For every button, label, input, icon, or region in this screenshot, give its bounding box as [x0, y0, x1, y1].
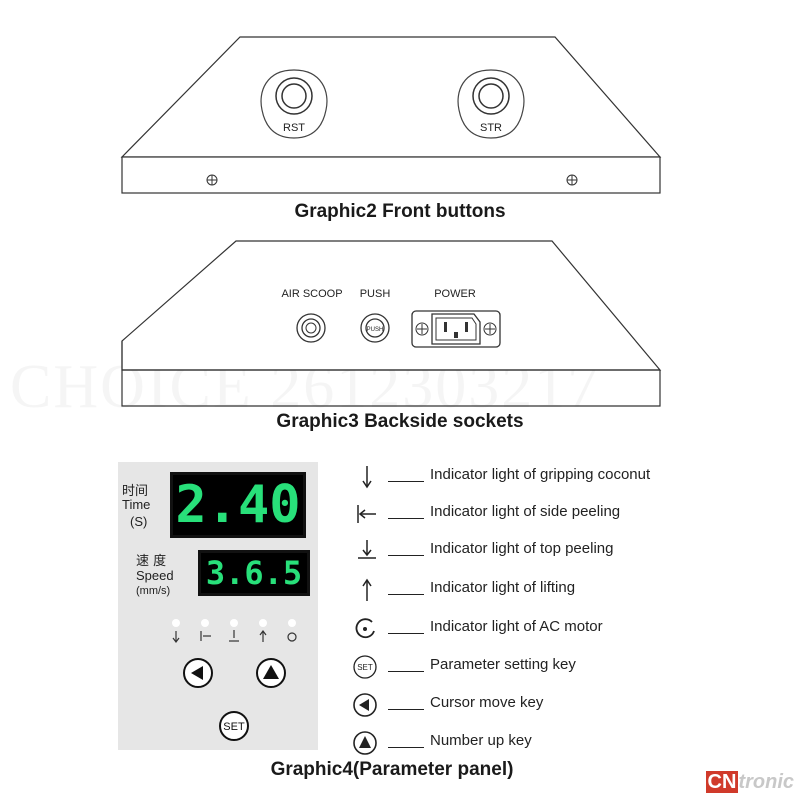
time-label-en: Time — [122, 497, 151, 512]
air-scoop-socket-icon — [296, 313, 326, 343]
legend-text: Indicator light of side peeling — [430, 503, 621, 520]
lifting-arrow-icon — [362, 578, 372, 601]
set-key-label: SET — [223, 721, 245, 733]
air-scoop-label: AIR SCOOP — [281, 288, 342, 300]
legend-item: Cursor move key — [350, 690, 710, 720]
gripping-arrow-icon — [362, 466, 372, 489]
str-label: STR — [480, 122, 502, 134]
speed-label-cn: 速 度 — [136, 554, 167, 569]
legend-item: Indicator light of gripping coconut — [350, 462, 710, 492]
graphic4-caption: Graphic4(Parameter panel) — [270, 759, 514, 780]
legend-text: Number up key — [430, 732, 532, 749]
number-up-icon — [353, 731, 377, 755]
set-key[interactable]: SET — [219, 711, 249, 741]
time-display: 2.40 — [170, 472, 306, 538]
graphic2-caption: Graphic2 Front buttons — [294, 201, 506, 222]
back-panel-drawing: AIR SCOOP PUSH POWER PUSH — [121, 240, 662, 407]
legend-text: Indicator light of gripping coconut — [430, 466, 651, 483]
indicator-lights — [172, 619, 297, 643]
legend-text: Indicator light of AC motor — [430, 618, 603, 635]
push-label: PUSH — [360, 288, 391, 300]
top-peeling-icon — [358, 540, 376, 559]
brand-prefix: CN — [705, 771, 739, 793]
legend-item: Number up key — [350, 728, 710, 758]
brand-name: tronic — [738, 771, 794, 793]
number-up-key[interactable] — [256, 658, 286, 688]
speed-display: 3.6.5 — [198, 550, 310, 596]
legend-text: Indicator light of lifting — [430, 579, 576, 596]
screw-icon — [566, 174, 578, 186]
cursor-left-key[interactable] — [183, 658, 213, 688]
front-panel-drawing: RST STR — [120, 36, 662, 194]
screw-icon — [206, 174, 218, 186]
parameter-panel: 时间 Time (S) 2.40 速 度 Speed (mm/s) 3.6.5 … — [118, 462, 318, 750]
legend-item: Indicator light of top peeling — [350, 536, 710, 566]
set-key-icon: SET — [353, 655, 377, 679]
speed-label-en: Speed — [136, 568, 174, 583]
side-peeling-icon — [357, 505, 376, 523]
power-socket-icon — [411, 310, 501, 348]
str-button-drawing: STR — [457, 69, 525, 139]
time-label-cn: 时间 — [122, 484, 149, 499]
legend-item: Indicator light of side peeling — [350, 499, 710, 529]
graphic3-caption: Graphic3 Backside sockets — [276, 411, 524, 432]
power-label: POWER — [434, 288, 476, 300]
legend-text: Cursor move key — [430, 694, 544, 711]
legend-item: Indicator light of AC motor — [350, 614, 710, 644]
set-key-icon-label: SET — [357, 663, 373, 672]
rst-button-drawing: RST — [260, 69, 328, 139]
legend-item: Indicator light of lifting — [350, 575, 710, 605]
speed-unit: (mm/s) — [136, 585, 171, 597]
push-socket-text: PUSH — [367, 327, 384, 333]
legend-item: SET Parameter setting key — [350, 652, 710, 682]
legend-text: Parameter setting key — [430, 656, 576, 673]
push-socket-icon: PUSH — [360, 313, 390, 343]
ac-motor-icon — [355, 618, 375, 639]
rst-label: RST — [283, 122, 305, 134]
cursor-left-icon — [353, 693, 377, 717]
legend-text: Indicator light of top peeling — [430, 540, 614, 557]
time-unit: (S) — [130, 514, 148, 529]
